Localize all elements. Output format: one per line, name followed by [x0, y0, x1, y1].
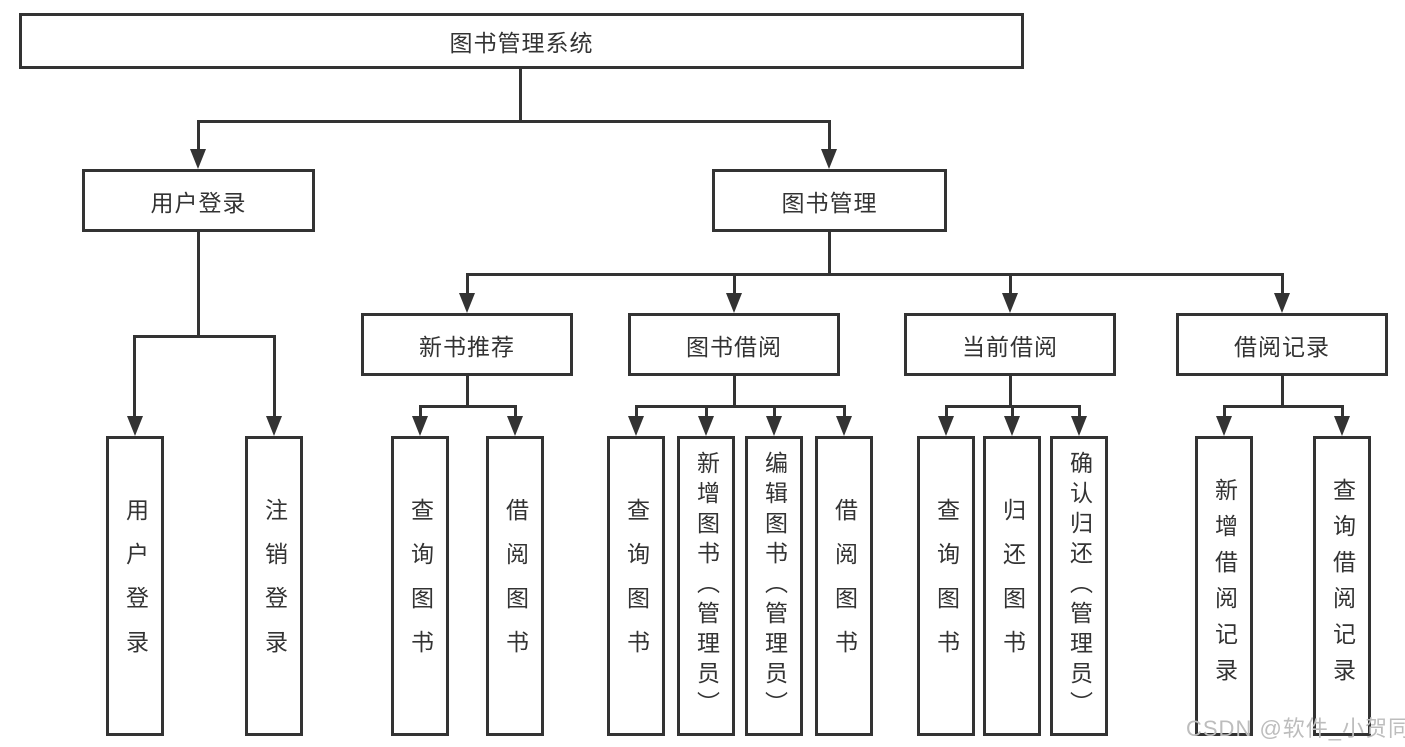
arrow-down-icon: [1334, 416, 1350, 436]
connector-line: [197, 120, 200, 150]
connector-line: [1223, 405, 1226, 418]
leaf-label: 查询图书: [407, 498, 434, 674]
leaf-confirm-return-admin: 确认归还（管理员）: [1050, 436, 1108, 736]
leaf-query-borrow-record: 查询借阅记录: [1313, 436, 1371, 736]
connector-line: [197, 232, 200, 338]
node-label: 图书借阅: [686, 333, 782, 360]
leaf-label: 查询图书: [623, 498, 650, 674]
connector-line: [733, 273, 736, 295]
leaf-query-books-borrowing: 查询图书: [607, 436, 665, 736]
arrow-down-icon: [127, 416, 143, 436]
connector-line: [1011, 405, 1014, 418]
leaf-label: 借阅图书: [502, 498, 529, 674]
arrow-down-icon: [766, 416, 782, 436]
arrow-down-icon: [628, 416, 644, 436]
connector-line: [1009, 376, 1012, 408]
arrow-down-icon: [1071, 416, 1087, 436]
arrow-down-icon: [1216, 416, 1232, 436]
node-root-book-management-system: 图书管理系统: [19, 13, 1024, 69]
connector-line: [828, 120, 831, 150]
connector-line: [419, 405, 517, 408]
connector-line: [273, 335, 276, 417]
leaf-label: 借阅图书: [831, 498, 858, 674]
leaf-add-borrow-record: 新增借阅记录: [1195, 436, 1253, 736]
node-user-login: 用户登录: [82, 169, 315, 232]
arrow-down-icon: [836, 416, 852, 436]
leaf-label: 注销登录: [261, 498, 288, 674]
arrow-down-icon: [821, 149, 837, 169]
node-current-borrowing: 当前借阅: [904, 313, 1116, 376]
arrow-down-icon: [266, 416, 282, 436]
connector-line: [705, 405, 708, 418]
connector-line: [466, 273, 469, 295]
node-label: 借阅记录: [1234, 333, 1330, 360]
connector-line: [1223, 405, 1344, 408]
leaf-label: 用户登录: [122, 498, 149, 674]
arrow-down-icon: [190, 149, 206, 169]
connector-line: [197, 120, 831, 123]
connector-line: [466, 376, 469, 408]
connector-line: [1281, 376, 1284, 408]
watermark: CSDN @软件_小贺同学: [1186, 716, 1405, 741]
leaf-label: 查询图书: [933, 498, 960, 674]
connector-line: [843, 405, 846, 418]
connector-line: [514, 405, 517, 418]
node-book-management: 图书管理: [712, 169, 947, 232]
connector-line: [733, 376, 736, 408]
node-label: 新书推荐: [419, 333, 515, 360]
connector-line: [773, 405, 776, 418]
leaf-label: 编辑图书（管理员）: [761, 451, 788, 721]
node-label: 当前借阅: [962, 333, 1058, 360]
node-borrowing-records: 借阅记录: [1176, 313, 1388, 376]
node-label: 图书管理: [781, 189, 878, 216]
arrow-down-icon: [698, 416, 714, 436]
arrow-down-icon: [1274, 293, 1290, 313]
leaf-logout: 注销登录: [245, 436, 303, 736]
arrow-down-icon: [1002, 293, 1018, 313]
connector-line: [1341, 405, 1344, 418]
leaf-add-books-admin: 新增图书（管理员）: [677, 436, 735, 736]
connector-line: [1009, 273, 1012, 295]
connector-line: [945, 405, 948, 418]
leaf-label: 归还图书: [999, 498, 1026, 674]
connector-line: [419, 405, 422, 418]
leaf-query-books-current: 查询图书: [917, 436, 975, 736]
node-book-borrowing: 图书借阅: [628, 313, 840, 376]
leaf-user-login: 用户登录: [106, 436, 164, 736]
node-label: 用户登录: [150, 189, 247, 216]
leaf-query-books-recommend: 查询图书: [391, 436, 449, 736]
leaf-label: 新增图书（管理员）: [693, 451, 720, 721]
connector-line: [1078, 405, 1081, 418]
connector-line: [466, 273, 1283, 276]
leaf-label: 确认归还（管理员）: [1066, 451, 1093, 721]
arrow-down-icon: [507, 416, 523, 436]
connector-line: [133, 335, 136, 417]
arrow-down-icon: [412, 416, 428, 436]
arrow-down-icon: [459, 293, 475, 313]
arrow-down-icon: [1004, 416, 1020, 436]
node-new-book-recommend: 新书推荐: [361, 313, 573, 376]
node-label: 图书管理系统: [449, 30, 594, 56]
leaf-borrow-books-recommend: 借阅图书: [486, 436, 544, 736]
connector-line: [133, 335, 276, 338]
leaf-edit-books-admin: 编辑图书（管理员）: [745, 436, 803, 736]
leaf-label: 新增借阅记录: [1211, 478, 1238, 694]
connector-line: [519, 69, 522, 120]
connector-line: [635, 405, 846, 408]
arrow-down-icon: [938, 416, 954, 436]
connector-line: [1281, 273, 1284, 295]
leaf-borrow-books: 借阅图书: [815, 436, 873, 736]
leaf-return-books: 归还图书: [983, 436, 1041, 736]
leaf-label: 查询借阅记录: [1329, 478, 1356, 694]
connector-line: [828, 232, 831, 276]
arrow-down-icon: [726, 293, 742, 313]
connector-line: [635, 405, 638, 418]
